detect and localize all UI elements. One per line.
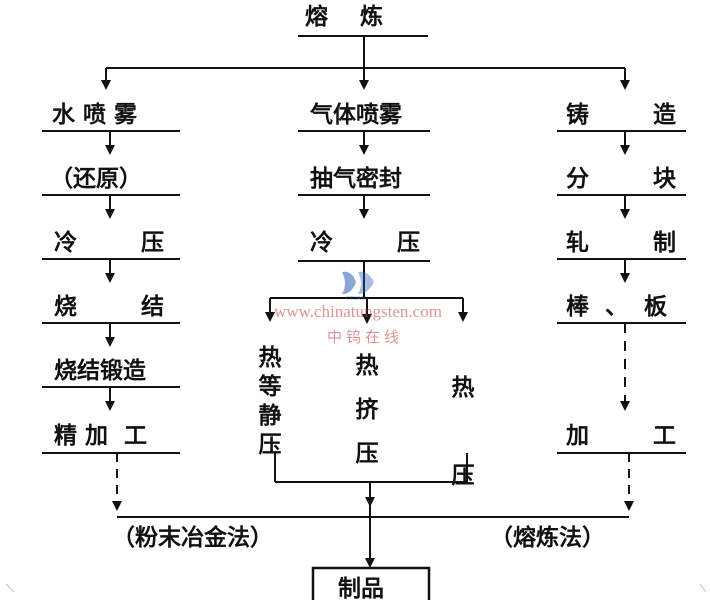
hot-extrusion-label: 热挤压 xyxy=(355,353,379,467)
melting-method-label: （熔炼法） xyxy=(490,525,605,551)
left-step-finishing: 精 加 工 xyxy=(54,423,148,449)
product-label: 制品 xyxy=(338,576,384,602)
watermark-cn-text: 中钨在线 xyxy=(327,330,404,346)
powder-metallurgy-label: （粉末冶金法） xyxy=(112,525,273,551)
right-step-bar-plate: 棒 、 板 xyxy=(566,294,668,320)
watermark-logo-text: CTOMS xyxy=(346,296,367,302)
hot-isostatic-press-label: 热等静压 xyxy=(258,345,282,458)
hot-press-label: 热压 xyxy=(451,375,475,489)
mid-step-cold-press: 冷 压 xyxy=(310,230,421,256)
top-melting-label: 熔 炼 xyxy=(305,4,384,30)
left-step-sinter: 烧 结 xyxy=(54,294,165,320)
left-step-sinter-forging: 烧结锻造 xyxy=(54,358,146,384)
right-step-blocking: 分 块 xyxy=(566,166,677,192)
right-step-rolling: 轧 制 xyxy=(566,230,677,256)
right-step-casting: 铸 造 xyxy=(566,102,677,128)
mid-step-gas-atomization: 气体喷雾 xyxy=(310,102,402,128)
left-step-cold-press: 冷 压 xyxy=(54,230,165,256)
left-step-reduction: （还原） xyxy=(50,166,142,192)
mid-step-vacuum-seal: 抽气密封 xyxy=(310,166,402,192)
watermark-logo-icon xyxy=(342,271,374,294)
right-step-machining: 加 工 xyxy=(566,423,677,449)
watermark-url: www.chinatungsten.com xyxy=(274,302,442,321)
left-step-water-atomization: 水 喷 雾 xyxy=(52,102,138,128)
